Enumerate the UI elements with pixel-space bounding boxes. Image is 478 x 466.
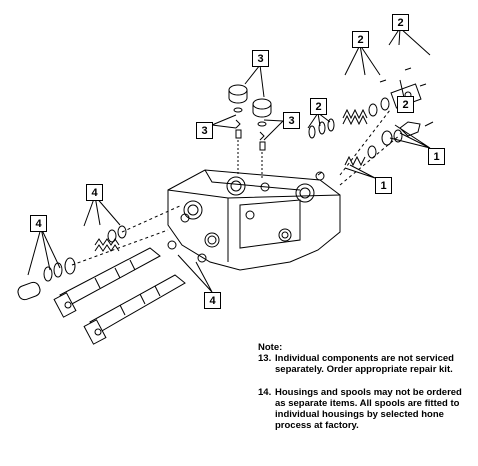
callout-box: 1 bbox=[428, 148, 445, 165]
callout-box: 2 bbox=[392, 14, 409, 31]
left-upper-components bbox=[94, 225, 127, 252]
callout-box: 4 bbox=[204, 292, 221, 309]
callout-box: 2 bbox=[310, 98, 327, 115]
note-number: 14. bbox=[258, 387, 272, 398]
callout-box: 2 bbox=[397, 96, 414, 113]
left-lower-components bbox=[17, 257, 76, 301]
spool-lower bbox=[83, 274, 186, 345]
note-text: Individual components are not serviced s… bbox=[275, 353, 454, 375]
callout-box: 3 bbox=[252, 50, 269, 67]
note-number: 13. bbox=[258, 353, 272, 364]
valve-housing bbox=[167, 169, 341, 271]
centerlines bbox=[71, 109, 401, 266]
note-item: 13. Individual components are not servic… bbox=[258, 353, 473, 375]
callout-box: 3 bbox=[283, 112, 300, 129]
right-components bbox=[308, 67, 434, 181]
callout-box: 1 bbox=[375, 177, 392, 194]
notes-heading: Note: bbox=[258, 342, 283, 353]
note-text: Housings and spools may not be ordered a… bbox=[275, 387, 462, 431]
note-item: 14. Housings and spools may not be order… bbox=[258, 387, 473, 431]
top-caps bbox=[228, 84, 272, 178]
o-ring bbox=[167, 240, 177, 250]
callout-box: 2 bbox=[352, 31, 369, 48]
spool-upper bbox=[53, 247, 161, 318]
notes-block: Note: 13. Individual components are not … bbox=[258, 342, 473, 431]
callout-box: 3 bbox=[196, 122, 213, 139]
callout-box: 4 bbox=[86, 184, 103, 201]
o-ring bbox=[197, 253, 207, 263]
callout-box: 4 bbox=[30, 215, 47, 232]
